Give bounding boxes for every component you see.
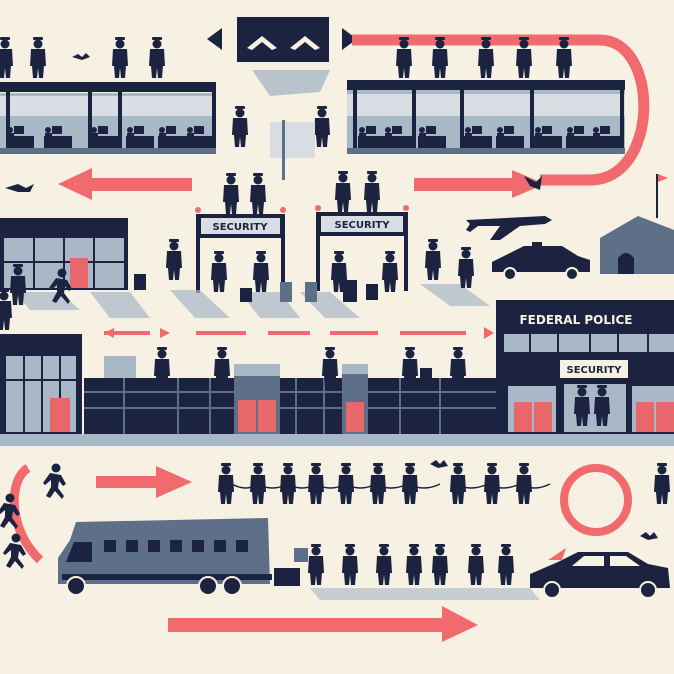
bird-icon [640, 532, 658, 540]
bird-icon [5, 184, 34, 192]
bird-icon [524, 176, 542, 190]
federal-police-building: FEDERAL POLICE SECURITY [496, 300, 674, 436]
office-building-left [0, 334, 82, 434]
handcuff-chain [231, 483, 551, 489]
hangar-building [600, 174, 674, 274]
prison-bus-icon [58, 518, 272, 596]
triangle-left-icon [207, 28, 222, 50]
road-divider [0, 434, 674, 446]
return-loop-arrow [352, 34, 650, 186]
police-car-icon [492, 242, 590, 281]
security-sign-right: SECURITY [335, 220, 391, 231]
center-panel [270, 120, 315, 180]
triangle-right-icon [342, 28, 357, 50]
top-navigation-box [207, 17, 357, 96]
security-gate-left: SECURITY [195, 207, 286, 293]
arrow-right [414, 170, 545, 198]
checkin-booths-right [347, 80, 625, 154]
bird-icon [72, 53, 90, 60]
checkpoint-fence [84, 356, 496, 434]
arrow-right-bottom-1 [96, 466, 192, 498]
arrow-left [58, 168, 192, 200]
chevron-up-icon [247, 36, 277, 50]
bird-icon [430, 460, 448, 468]
loop-ring [560, 464, 632, 536]
security-gate-right: SECURITY [315, 205, 409, 291]
checkin-booths-left [0, 82, 216, 154]
police-car-icon [530, 552, 670, 599]
chevron-up-icon [290, 36, 320, 50]
flag-icon [658, 174, 668, 182]
federal-police-sign: FEDERAL POLICE [519, 313, 632, 327]
arrow-right-bottom-2 [168, 606, 478, 642]
building-security-sign: SECURITY [567, 365, 623, 376]
security-sign-left: SECURITY [213, 222, 269, 233]
airplane-icon [466, 216, 552, 240]
